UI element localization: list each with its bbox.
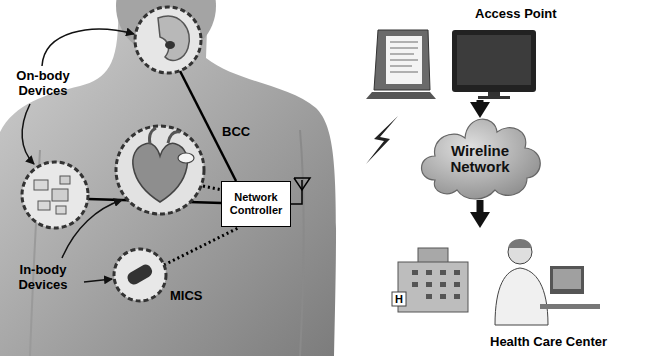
torso-part (0, 0, 336, 356)
nurse (495, 239, 600, 325)
inbody-capsule (114, 249, 166, 301)
onbody-devices-part (38, 201, 50, 210)
torso-part (300, 130, 304, 356)
group-label: In-body Devices (4, 262, 82, 292)
ear-device-part (165, 41, 175, 49)
inbody-capsule-part (125, 262, 154, 286)
nurse-part (495, 268, 548, 325)
link-label: BCC (222, 124, 250, 139)
leader-arrow (22, 29, 134, 282)
flow-arrow (477, 100, 484, 106)
torso (0, 0, 336, 356)
antenna-part (294, 178, 310, 190)
hospital-part (392, 292, 406, 306)
nurse-part (540, 304, 600, 309)
center-group: Health Care Center (385, 228, 653, 353)
heart-device-part (116, 126, 204, 214)
heart-device-part (149, 128, 180, 144)
link-label: MICS (170, 288, 203, 303)
laptop-part (374, 30, 430, 90)
tv (452, 30, 536, 99)
nurse-part (550, 266, 584, 294)
node-text: Network Controller (226, 191, 286, 216)
node-text: Wireline Network (438, 143, 522, 176)
nurse-part (508, 240, 532, 264)
mics-link-part (203, 186, 222, 190)
laptop-part (386, 36, 422, 84)
wireless-bolt-part (366, 116, 398, 164)
ear-device-part (135, 7, 201, 73)
antenna-part (290, 180, 302, 204)
onbody-devices-part (60, 176, 70, 184)
leader-arrow-part (42, 29, 134, 66)
node-text: Access Point (475, 6, 557, 22)
ear-device-part (158, 16, 189, 60)
hospital-part (398, 262, 468, 312)
onbody-devices (22, 162, 88, 228)
tv-part (457, 35, 531, 85)
laptop (366, 30, 436, 99)
device-group: Access Point (365, 3, 560, 100)
leader-arrow-part (22, 104, 34, 164)
sign-letter: H (392, 292, 406, 306)
leader-arrow-part (84, 279, 112, 282)
heart-device (116, 126, 204, 214)
onbody-devices-part (56, 206, 66, 214)
group-label: On-body Devices (4, 68, 82, 98)
nurse-part (553, 269, 581, 289)
node-text: Health Care Center (490, 334, 607, 350)
tv-part (478, 96, 510, 99)
hospital (392, 248, 468, 312)
laptop-part (390, 42, 418, 72)
tv-part (488, 92, 500, 96)
nurse-part (508, 239, 532, 248)
cloud-outline (422, 119, 541, 199)
wireless-bolt (366, 116, 398, 164)
ear-device (135, 7, 201, 73)
antenna (290, 178, 310, 204)
heart-device-part (178, 153, 194, 163)
tv-part (452, 30, 536, 92)
mics-link-part (164, 227, 240, 265)
network-cloud: Wireline Network (415, 118, 545, 200)
inbody-capsule-part (114, 249, 166, 301)
onbody-devices-part (22, 162, 88, 228)
hospital-part (412, 270, 460, 299)
laptop-part (366, 92, 436, 99)
flow-arrow (477, 200, 484, 216)
process-box: Network Controller (221, 181, 291, 227)
heart-device-part (133, 143, 188, 202)
onbody-devices-part (34, 180, 48, 190)
onbody-devices-part (52, 189, 68, 201)
leader-arrow-part (62, 200, 122, 258)
